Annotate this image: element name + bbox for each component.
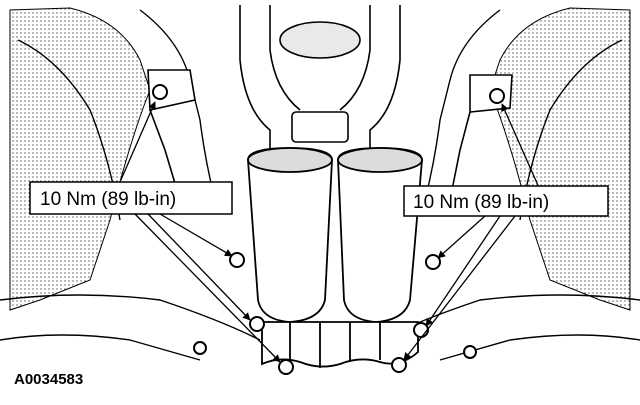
- bolt-head-icon: [425, 254, 441, 270]
- bolt-head-icon: [249, 316, 265, 332]
- torque-callout-left-text: 10 Nm (89 lb-in): [40, 189, 176, 210]
- catalytic-converter-left: [247, 147, 333, 323]
- bolt-head-icon: [278, 359, 294, 375]
- torque-callout-right-text: 10 Nm (89 lb-in): [413, 192, 549, 213]
- flange-assembly: [261, 321, 419, 368]
- arrow-icon: [403, 215, 516, 361]
- bolt-head-icon: [463, 345, 477, 359]
- leader-arrows: [119, 101, 541, 363]
- bolt-head-icon: [489, 88, 505, 104]
- arrow-icon: [134, 213, 281, 363]
- arrow-icon: [147, 213, 251, 321]
- torque-callout-right: 10 Nm (89 lb-in): [403, 185, 609, 217]
- arrow-icon: [501, 103, 541, 191]
- exhaust-pipes: [239, 5, 401, 160]
- bolt-group: [152, 84, 505, 375]
- arrow-icon: [119, 101, 156, 183]
- arrow-icon: [425, 215, 501, 327]
- arrow-icon: [159, 213, 233, 257]
- bolt-head-icon: [391, 357, 407, 373]
- torque-callout-left: 10 Nm (89 lb-in): [29, 181, 233, 215]
- bolt-head-icon: [193, 341, 207, 355]
- figure-id: A0034583: [14, 371, 83, 388]
- bolt-head-icon: [229, 252, 245, 268]
- catalytic-converter-right: [337, 147, 423, 323]
- arrow-icon: [437, 215, 486, 259]
- bolt-head-icon: [152, 84, 168, 100]
